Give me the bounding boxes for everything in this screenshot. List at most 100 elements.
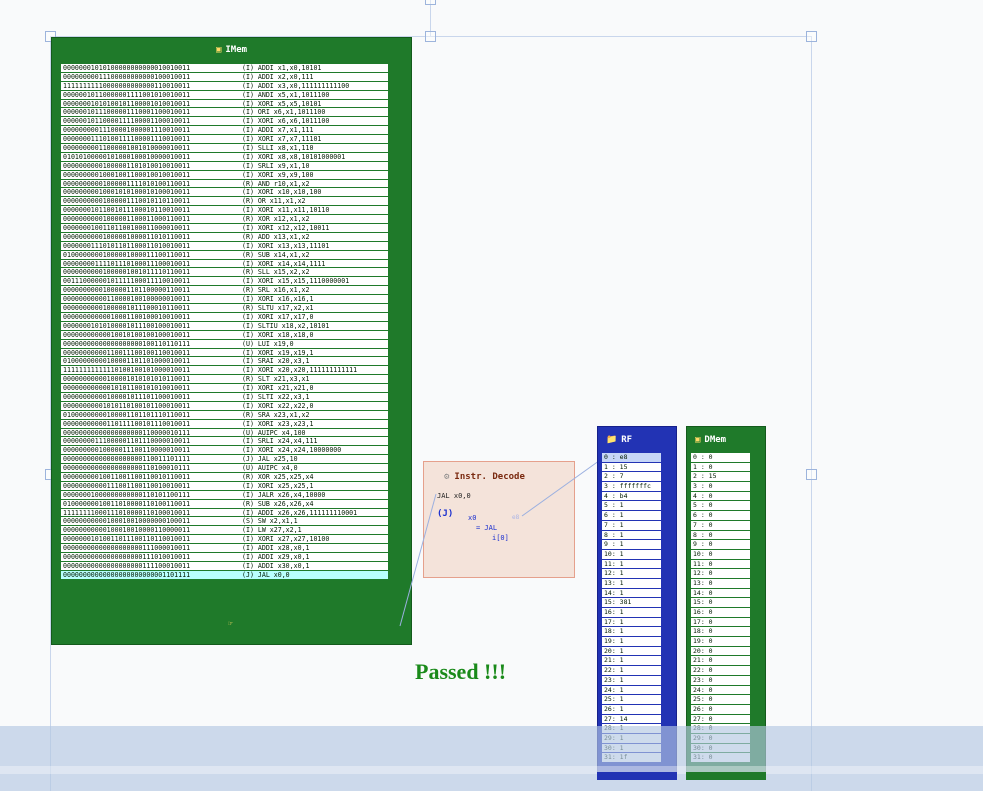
- table-row: 01000000001000001000011100110011: [61, 250, 248, 260]
- list-item: 17: 0: [691, 617, 750, 628]
- table-row: (I) XORI x18,x18,0: [240, 330, 388, 340]
- table-row: 00000000010001001100010010010011: [61, 170, 248, 180]
- bottom-scroll-area[interactable]: [0, 726, 983, 791]
- list-item: 24: 0: [691, 685, 750, 696]
- decode-value: e8: [512, 514, 520, 521]
- list-item: 15: 381: [602, 598, 661, 608]
- list-item: 19: 0: [691, 637, 750, 647]
- table-row: (I) XORI x12,x12,10011: [240, 224, 388, 233]
- table-row: (R) SLTU x17,x2,x1: [240, 304, 388, 313]
- list-item: 12: 1: [602, 569, 661, 579]
- list-item: 11: 1: [602, 559, 661, 570]
- list-item: 14: 1: [602, 588, 661, 599]
- table-row: (I) XORI x17,x17,0: [240, 312, 388, 322]
- horizontal-scrollbar[interactable]: [0, 766, 983, 774]
- decode-instruction: JAL x0,0: [437, 492, 471, 500]
- list-item: 16: 1: [602, 608, 661, 618]
- list-item: 1 : 15: [602, 462, 661, 473]
- table-row: (I) XORI x10,x10,100: [240, 188, 388, 198]
- table-row: (R) SRA x23,x1,x2: [240, 410, 388, 420]
- resize-handle-top-right[interactable]: [806, 31, 817, 42]
- table-row: (I) XORI x8,x8,10101000001: [240, 152, 388, 162]
- table-row: 00000000000000000000111000010011: [61, 544, 248, 553]
- table-row: 00000000000111001100110010010011: [61, 481, 248, 491]
- table-row: (I) ADDI x7,x1,111: [240, 126, 388, 136]
- table-row: 01010100000101000100010000010011: [61, 152, 248, 162]
- table-row: 11111111000111010000110100010011: [61, 508, 248, 518]
- table-row: (I) XORI x13,x13,11101: [240, 241, 388, 251]
- table-row: 00000000001000001001011110110011: [61, 268, 248, 278]
- table-row: 00000001010011011100110110010011: [61, 535, 248, 545]
- resize-handle-right[interactable]: [806, 469, 817, 480]
- table-row: 00000001010100000000000010010011: [61, 64, 248, 73]
- table-row: (I) ADDI x3,x0,111111111100: [240, 81, 388, 91]
- table-row: (I) XORI x24,x24,10000000: [240, 446, 388, 456]
- list-item: 0 : 0: [691, 453, 750, 463]
- imem-title: ▣IMem: [215, 45, 248, 55]
- table-row: 00000000010011001100110010110011: [61, 472, 248, 482]
- table-row: (I) ADDI x28,x0,1: [240, 544, 388, 553]
- list-item: 9 : 1: [602, 540, 661, 550]
- list-item: 6 : 0: [691, 511, 750, 521]
- table-row: (I) SLLI x8,x1,110: [240, 144, 388, 153]
- table-row: (R) ADD x13,x1,x2: [240, 232, 388, 242]
- chip-icon: ▣: [695, 435, 701, 445]
- list-item: 18: 1: [602, 627, 661, 638]
- imem-binary-column: 00000001010100000000000010010011 00000000…: [61, 64, 248, 580]
- selection-guide: [811, 37, 812, 791]
- list-item: 7 : 1: [602, 520, 661, 531]
- table-row: (I) XORI x22,x22,0: [240, 401, 388, 411]
- table-row: (J) JAL x0,0: [240, 570, 388, 580]
- list-item: 22: 0: [691, 666, 750, 676]
- dmem-title: ▣DMem: [695, 435, 727, 445]
- table-row: (I) XORI x7,x7,11101: [240, 135, 388, 145]
- list-item: 9 : 0: [691, 540, 750, 550]
- table-row: 00000000111000001101110000010011: [61, 437, 248, 447]
- list-item: 23: 0: [691, 675, 750, 686]
- decode-imm: i[0]: [492, 534, 509, 542]
- table-row: 00000000001010110100101100010011: [61, 401, 248, 411]
- list-item: 14: 0: [691, 588, 750, 599]
- list-item: 13: 1: [602, 578, 661, 589]
- table-row: 00000000000110000100100000010011: [61, 295, 248, 305]
- list-item: 26: 1: [602, 704, 661, 715]
- table-row: 00000000000010001100100010010011: [61, 312, 248, 322]
- table-row: 00000000001000001101100000110011: [61, 286, 248, 296]
- table-row: 00000000001000001100011000110011: [61, 215, 248, 225]
- table-row: 01000000010011010000110100110011: [61, 499, 248, 509]
- table-row: 01000000000100001101101000010011: [61, 357, 248, 367]
- resize-handle-top-left[interactable]: [45, 31, 56, 42]
- list-item: 11: 0: [691, 559, 750, 570]
- table-row: (I) XORI x25,x25,1: [240, 481, 388, 491]
- list-item: 19: 1: [602, 637, 661, 647]
- table-row: (I) XORI x14,x14,1111: [240, 259, 388, 269]
- table-row: 00000000010001010100010100010011: [61, 188, 248, 198]
- chip-icon: ▣: [215, 45, 222, 55]
- list-item: 16: 0: [691, 608, 750, 618]
- list-item: 8 : 0: [691, 530, 750, 541]
- table-row: (U) LUI x19,0: [240, 339, 388, 349]
- table-row: 00000000000000000000000001101111: [61, 570, 248, 580]
- table-row: (I) XORI x5,x5,10101: [240, 99, 388, 109]
- table-row: 11111111111110100100101000010011: [61, 366, 248, 376]
- list-item: 27: 14: [602, 714, 661, 725]
- status-passed: Passed !!!: [415, 659, 507, 684]
- list-item: 26: 0: [691, 704, 750, 715]
- table-row: (I) XORI x19,x19,1: [240, 348, 388, 358]
- decode-type: (J): [437, 509, 454, 519]
- table-row: (R) SUB x14,x1,x2: [240, 250, 388, 260]
- table-row: (I) ADDI x1,x0,10101: [240, 64, 388, 73]
- table-row: (I) SRLI x24,x4,111: [240, 437, 388, 447]
- table-row: 00000001010100101100001010010011: [61, 99, 248, 109]
- selection-guide: [430, 0, 431, 37]
- list-item: 12: 0: [691, 569, 750, 579]
- resize-handle-top[interactable]: [425, 0, 436, 5]
- resize-handle-top-center[interactable]: [425, 31, 436, 42]
- selection-guide: [50, 37, 51, 791]
- table-row: 00000000001000001110010110110011: [61, 197, 248, 207]
- table-row: (R) SUB x26,x26,x4: [240, 499, 388, 509]
- table-row: 00000001010100001011100100010011: [61, 321, 248, 331]
